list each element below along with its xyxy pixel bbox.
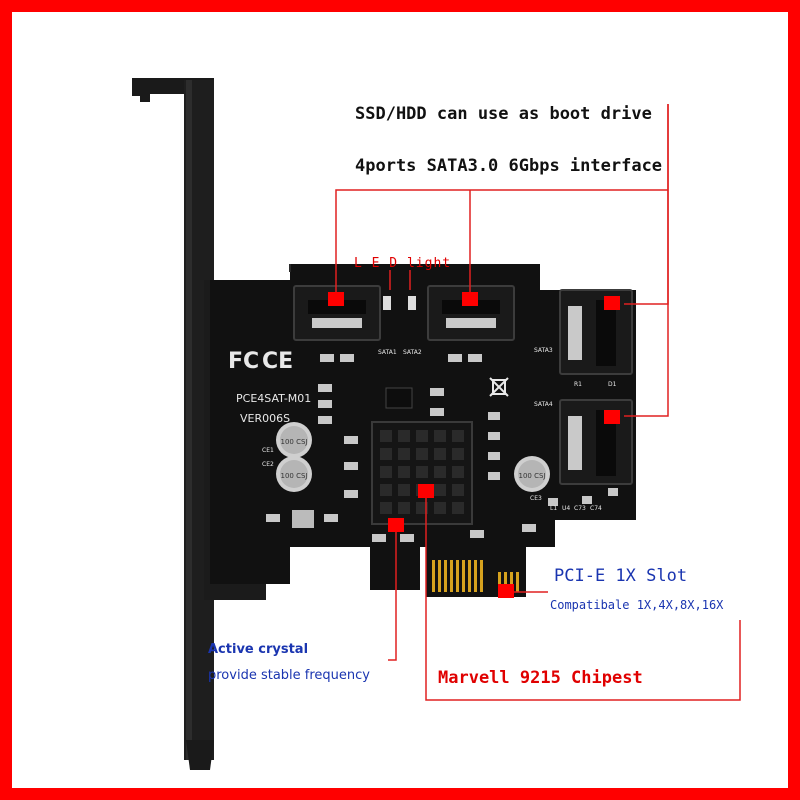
silk-ce1: CE1 [262, 447, 274, 454]
fcc-logo: FC [228, 349, 259, 374]
led-2 [408, 296, 416, 310]
annotation-chipset: Marvell 9215 Chipest [438, 668, 643, 688]
sata-port-2 [427, 285, 515, 341]
annotation-compatible: Compatibale 1X,4X,8X,16X [550, 598, 724, 612]
annotation-frequency: provide stable frequency [208, 668, 370, 683]
chipset-marker [418, 484, 434, 498]
heatsink [371, 421, 473, 525]
ce-logo: CE [262, 349, 293, 374]
sata-port-4 [559, 399, 633, 485]
sata2-marker [462, 292, 478, 306]
capacitor-ce3: 100 CSJ [514, 456, 550, 492]
silk-ce3: CE3 [530, 495, 542, 502]
board-version: VER006S [240, 412, 290, 425]
sata-port-3 [559, 289, 633, 375]
annotation-boot-drive: SSD/HDD can use as boot drive [355, 104, 652, 124]
capacitor-ce2: 100 CSJ [276, 456, 312, 492]
capacitor-text: 100 CSJ [281, 438, 308, 446]
annotation-crystal: Active crystal [208, 642, 309, 657]
pcie-marker [498, 584, 514, 598]
silk-d1: D1 [608, 381, 617, 388]
capacitor-text: 100 CSJ [281, 472, 308, 480]
crystal-marker [388, 518, 404, 532]
silk-l1: L1 [550, 505, 557, 512]
annotation-sata-interface: 4ports SATA3.0 6Gbps interface [355, 156, 663, 176]
sata3-marker [604, 296, 620, 310]
port-label-sata4: SATA4 [534, 401, 553, 408]
crystal-chip [385, 387, 413, 409]
silk-c73: C73 [574, 505, 586, 512]
port-label-sata3: SATA3 [534, 347, 553, 354]
silk-c74: C74 [590, 505, 602, 512]
port-label-sata1: SATA1 [378, 349, 397, 356]
silk-r1: R1 [574, 381, 582, 388]
voltage-regulator [292, 510, 314, 528]
sata1-marker [328, 292, 344, 306]
led-1 [383, 296, 391, 310]
sata4-marker [604, 410, 620, 424]
port-label-sata2: SATA2 [403, 349, 422, 356]
silk-u4: U4 [562, 505, 570, 512]
silk-ce2: CE2 [262, 461, 274, 468]
callout-lines [335, 104, 741, 701]
annotation-led-light: L E D light [354, 256, 452, 271]
board-model: PCE4SAT-M01 [236, 392, 311, 405]
capacitor-ce1: 100 CSJ [276, 422, 312, 458]
sata-port-1 [293, 285, 381, 341]
recycle-bin-icon [489, 377, 509, 397]
callout-dots [328, 292, 620, 598]
annotation-pcie-slot: PCI-E 1X Slot [554, 566, 688, 586]
capacitor-text: 100 CSJ [519, 472, 546, 480]
